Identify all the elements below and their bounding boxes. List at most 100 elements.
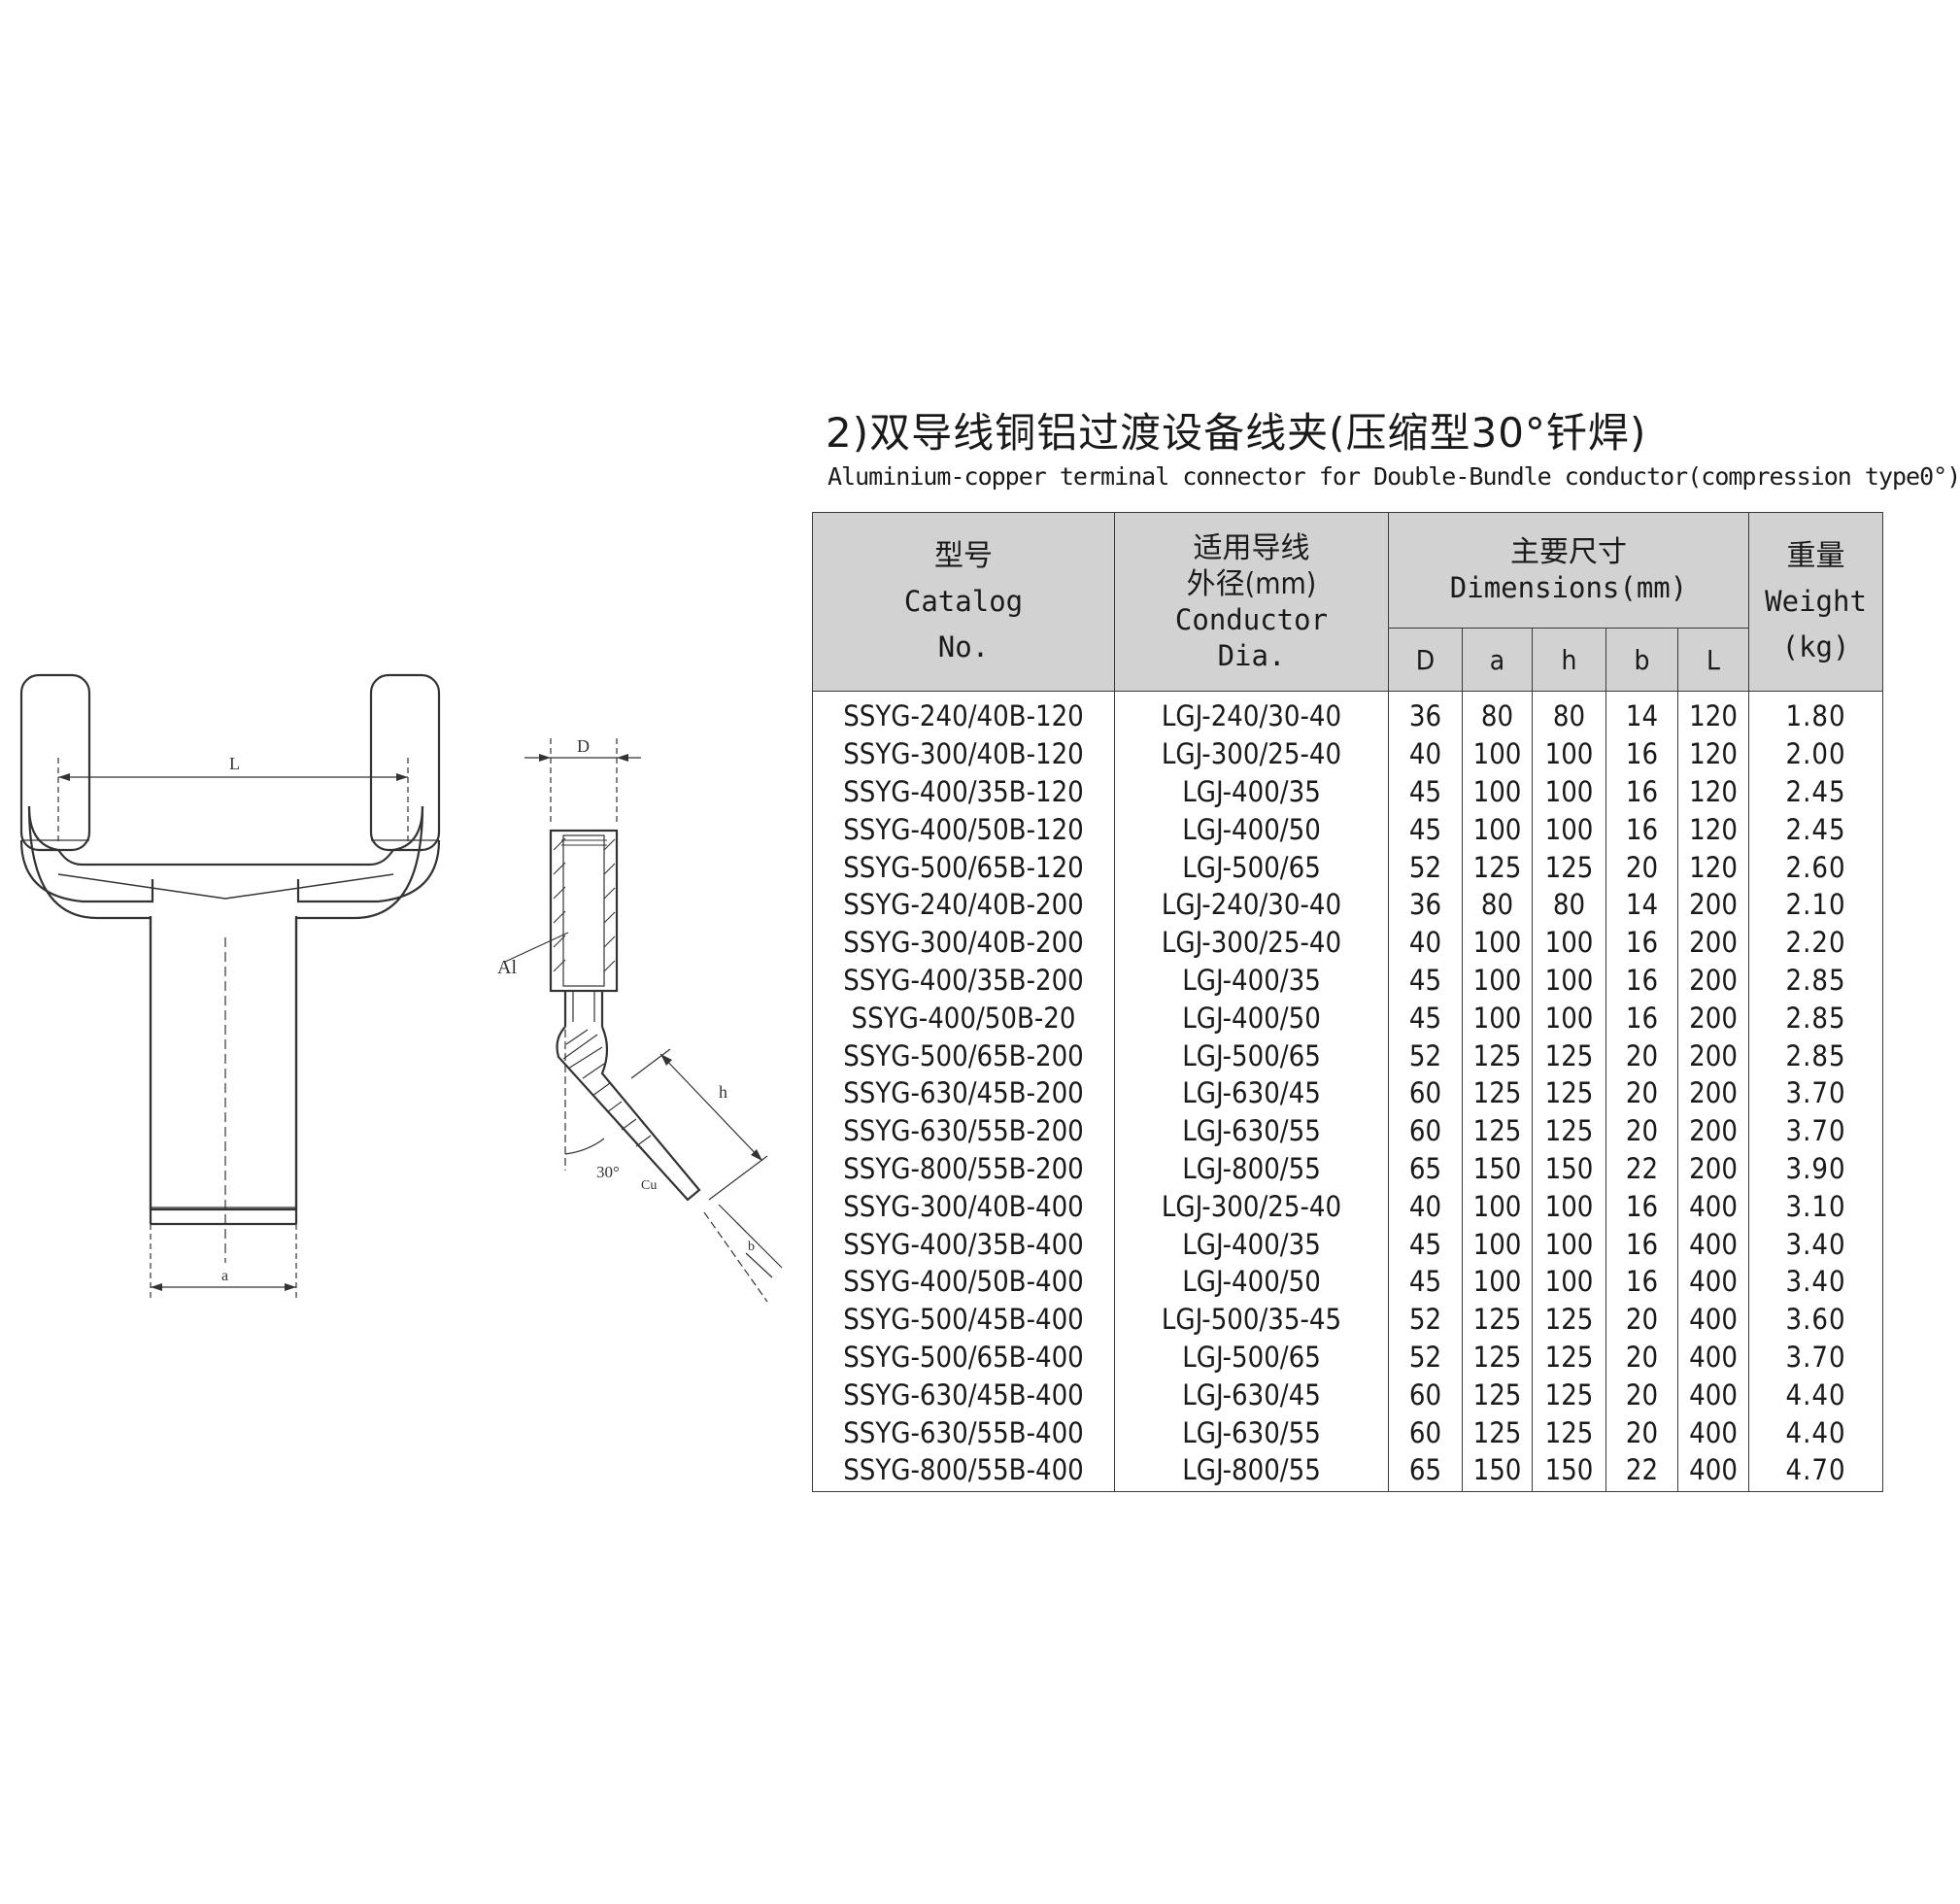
dim-label-h: h xyxy=(719,1082,727,1102)
cell-dim-L: 400 xyxy=(1676,1338,1750,1377)
header-weight: 重量 Weight (kg) xyxy=(1748,512,1884,692)
cell-dim-b: 16 xyxy=(1605,734,1678,773)
cell-weight: 4.40 xyxy=(1748,1376,1884,1414)
cell-dim-L: 400 xyxy=(1676,1450,1750,1492)
cell-dim-a: 100 xyxy=(1462,772,1533,811)
cell-dim-L: 120 xyxy=(1676,691,1750,735)
dim-label-b: b xyxy=(748,1240,755,1254)
cell-dim-D: 45 xyxy=(1388,1262,1463,1301)
cell-dim-b: 16 xyxy=(1605,923,1678,962)
header-dimensions: 主要尺寸 Dimensions(mm) xyxy=(1387,512,1750,629)
cell-dim-L: 400 xyxy=(1676,1187,1750,1226)
cell-dim-h: 100 xyxy=(1532,772,1606,811)
cell-dim-a: 125 xyxy=(1462,1376,1533,1414)
cell-dim-a: 100 xyxy=(1462,1187,1533,1226)
cell-dim-L: 200 xyxy=(1676,999,1750,1037)
cell-weight: 3.60 xyxy=(1748,1300,1884,1339)
cell-weight: 3.70 xyxy=(1748,1073,1884,1112)
cell-dim-D: 40 xyxy=(1388,923,1463,962)
cell-conductor-dia: LGJ-400/35 xyxy=(1114,1225,1389,1263)
cell-weight: 2.10 xyxy=(1748,885,1884,924)
cell-dim-D: 45 xyxy=(1388,999,1463,1037)
spec-table: 型号 Catalog No. 适用导线 外径(mm) Conductor Dia… xyxy=(812,512,1884,1492)
cell-catalog-no: SSYG-300/40B-200 xyxy=(812,923,1115,962)
cell-weight: 3.40 xyxy=(1748,1262,1884,1301)
cell-conductor-dia: LGJ-630/55 xyxy=(1114,1111,1389,1150)
cell-dim-h: 100 xyxy=(1532,1225,1606,1263)
cell-catalog-no: SSYG-500/65B-400 xyxy=(812,1338,1115,1377)
cell-dim-L: 400 xyxy=(1676,1262,1750,1301)
cell-dim-D: 65 xyxy=(1388,1450,1463,1492)
cell-dim-a: 150 xyxy=(1462,1149,1533,1188)
cell-dim-a: 100 xyxy=(1462,1262,1533,1301)
cell-dim-a: 100 xyxy=(1462,923,1533,962)
cell-dim-L: 200 xyxy=(1676,885,1750,924)
cell-weight: 1.80 xyxy=(1748,691,1884,735)
cell-dim-L: 400 xyxy=(1676,1413,1750,1451)
cell-catalog-no: SSYG-630/55B-200 xyxy=(812,1111,1115,1150)
cell-dim-h: 125 xyxy=(1532,1300,1606,1339)
cell-dim-a: 125 xyxy=(1462,1073,1533,1112)
cell-dim-b: 16 xyxy=(1605,772,1678,811)
cell-dim-h: 100 xyxy=(1532,999,1606,1037)
cell-catalog-no: SSYG-400/50B-120 xyxy=(812,810,1115,849)
cell-dim-b: 16 xyxy=(1605,1187,1678,1226)
cell-dim-a: 125 xyxy=(1462,1300,1533,1339)
cell-weight: 2.00 xyxy=(1748,734,1884,773)
cell-dim-L: 200 xyxy=(1676,1037,1750,1074)
cell-dim-b: 20 xyxy=(1605,1073,1678,1112)
cell-conductor-dia: LGJ-500/65 xyxy=(1114,1338,1389,1377)
cell-conductor-dia: LGJ-630/55 xyxy=(1114,1413,1389,1451)
cell-dim-h: 125 xyxy=(1532,1037,1606,1074)
cell-weight: 2.85 xyxy=(1748,961,1884,1000)
cell-dim-a: 125 xyxy=(1462,1338,1533,1377)
cell-conductor-dia: LGJ-630/45 xyxy=(1114,1376,1389,1414)
title-english: Aluminium-copper terminal connector for … xyxy=(828,462,1960,491)
cell-dim-h: 100 xyxy=(1532,734,1606,773)
cell-dim-h: 125 xyxy=(1532,1376,1606,1414)
cell-dim-L: 120 xyxy=(1676,848,1750,886)
cell-conductor-dia: LGJ-300/25-40 xyxy=(1114,923,1389,962)
cell-conductor-dia: LGJ-500/35-45 xyxy=(1114,1300,1389,1339)
cell-conductor-dia: LGJ-240/30-40 xyxy=(1114,885,1389,924)
cell-conductor-dia: LGJ-630/45 xyxy=(1114,1073,1389,1112)
cell-catalog-no: SSYG-800/55B-400 xyxy=(812,1450,1115,1492)
cell-dim-h: 100 xyxy=(1532,1187,1606,1226)
cell-conductor-dia: LGJ-300/25-40 xyxy=(1114,734,1389,773)
cell-weight: 2.85 xyxy=(1748,999,1884,1037)
cell-dim-h: 80 xyxy=(1532,691,1606,735)
header-col-L: L xyxy=(1676,628,1750,692)
cell-dim-b: 20 xyxy=(1605,1111,1678,1150)
cell-dim-a: 100 xyxy=(1462,999,1533,1037)
cell-weight: 3.40 xyxy=(1748,1225,1884,1263)
dim-label-D: D xyxy=(577,736,590,756)
cell-dim-b: 16 xyxy=(1605,1262,1678,1301)
cell-conductor-dia: LGJ-800/55 xyxy=(1114,1149,1389,1188)
cell-dim-b: 22 xyxy=(1605,1149,1678,1188)
cell-dim-L: 120 xyxy=(1676,772,1750,811)
cell-conductor-dia: LGJ-400/50 xyxy=(1114,1262,1389,1301)
cell-catalog-no: SSYG-300/40B-400 xyxy=(812,1187,1115,1226)
front-left-barrel xyxy=(19,673,91,852)
cell-catalog-no: SSYG-500/65B-120 xyxy=(812,848,1115,886)
cell-dim-b: 20 xyxy=(1605,848,1678,886)
cell-dim-h: 150 xyxy=(1532,1149,1606,1188)
cell-dim-h: 100 xyxy=(1532,1262,1606,1301)
cell-catalog-no: SSYG-400/35B-400 xyxy=(812,1225,1115,1263)
cell-dim-h: 100 xyxy=(1532,961,1606,1000)
cell-dim-b: 14 xyxy=(1605,691,1678,735)
cell-dim-a: 100 xyxy=(1462,734,1533,773)
cell-dim-D: 45 xyxy=(1388,1225,1463,1263)
cell-catalog-no: SSYG-500/45B-400 xyxy=(812,1300,1115,1339)
cell-dim-b: 14 xyxy=(1605,885,1678,924)
